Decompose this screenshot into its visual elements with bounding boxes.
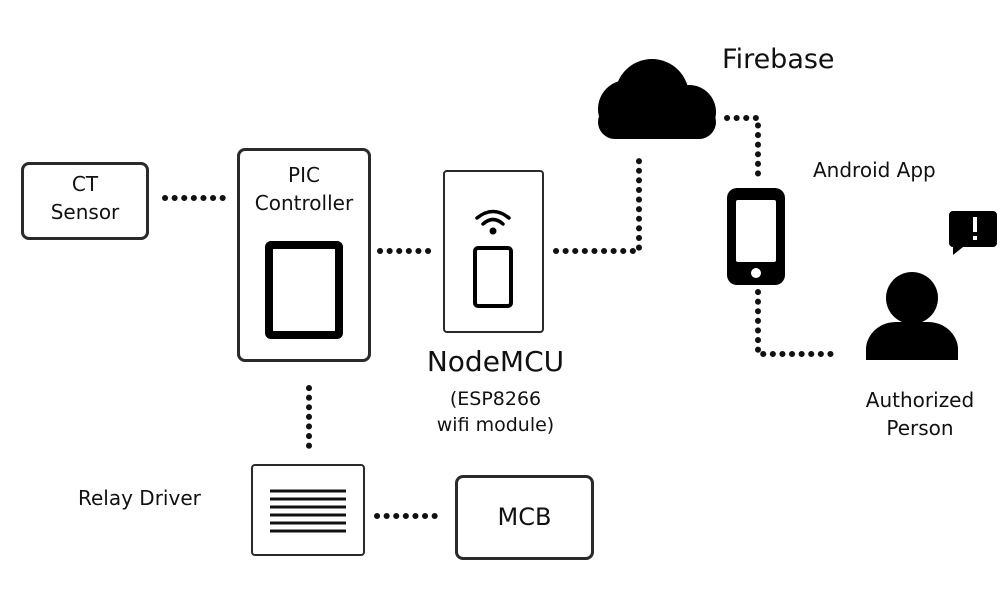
chip-icon bbox=[265, 241, 343, 339]
pic-controller-label-line1: PIC bbox=[288, 163, 320, 187]
mcb-node: MCB bbox=[455, 475, 594, 560]
relay-driver-label: Relay Driver bbox=[78, 486, 201, 510]
mcb-label: MCB bbox=[497, 503, 552, 531]
connector-phone-person bbox=[755, 289, 841, 357]
nodemcu-device-icon bbox=[473, 246, 513, 308]
nodemcu-title: NodeMCU bbox=[426, 345, 565, 378]
nodemcu-subtitle-line2: wifi module) bbox=[436, 414, 555, 436]
alert-bubble-icon bbox=[949, 211, 997, 255]
cloud-icon bbox=[598, 59, 716, 139]
person-icon bbox=[866, 272, 958, 360]
document-lines-icon bbox=[270, 489, 346, 533]
android-app-label: Android App bbox=[813, 158, 936, 182]
wifi-icon bbox=[475, 209, 511, 235]
ct-sensor-label-line1: CT bbox=[71, 172, 99, 196]
connector-firebase-phone bbox=[724, 115, 761, 181]
firebase-label: Firebase bbox=[722, 44, 835, 75]
smartphone-icon bbox=[727, 188, 785, 285]
relay-driver-node bbox=[251, 464, 365, 556]
nodemcu-subtitle-line1: (ESP8266 bbox=[449, 388, 542, 410]
ct-sensor-node: CT Sensor bbox=[21, 162, 149, 240]
authorized-person-label-line1: Authorized bbox=[865, 388, 975, 412]
pic-controller-label-line2: Controller bbox=[254, 191, 354, 215]
pic-controller-node: PIC Controller bbox=[237, 148, 371, 362]
authorized-person-label-line2: Person bbox=[886, 416, 954, 440]
ct-sensor-label-line2: Sensor bbox=[50, 200, 120, 224]
connector-nodemcu-firebase bbox=[553, 155, 642, 254]
nodemcu-node bbox=[443, 170, 544, 333]
